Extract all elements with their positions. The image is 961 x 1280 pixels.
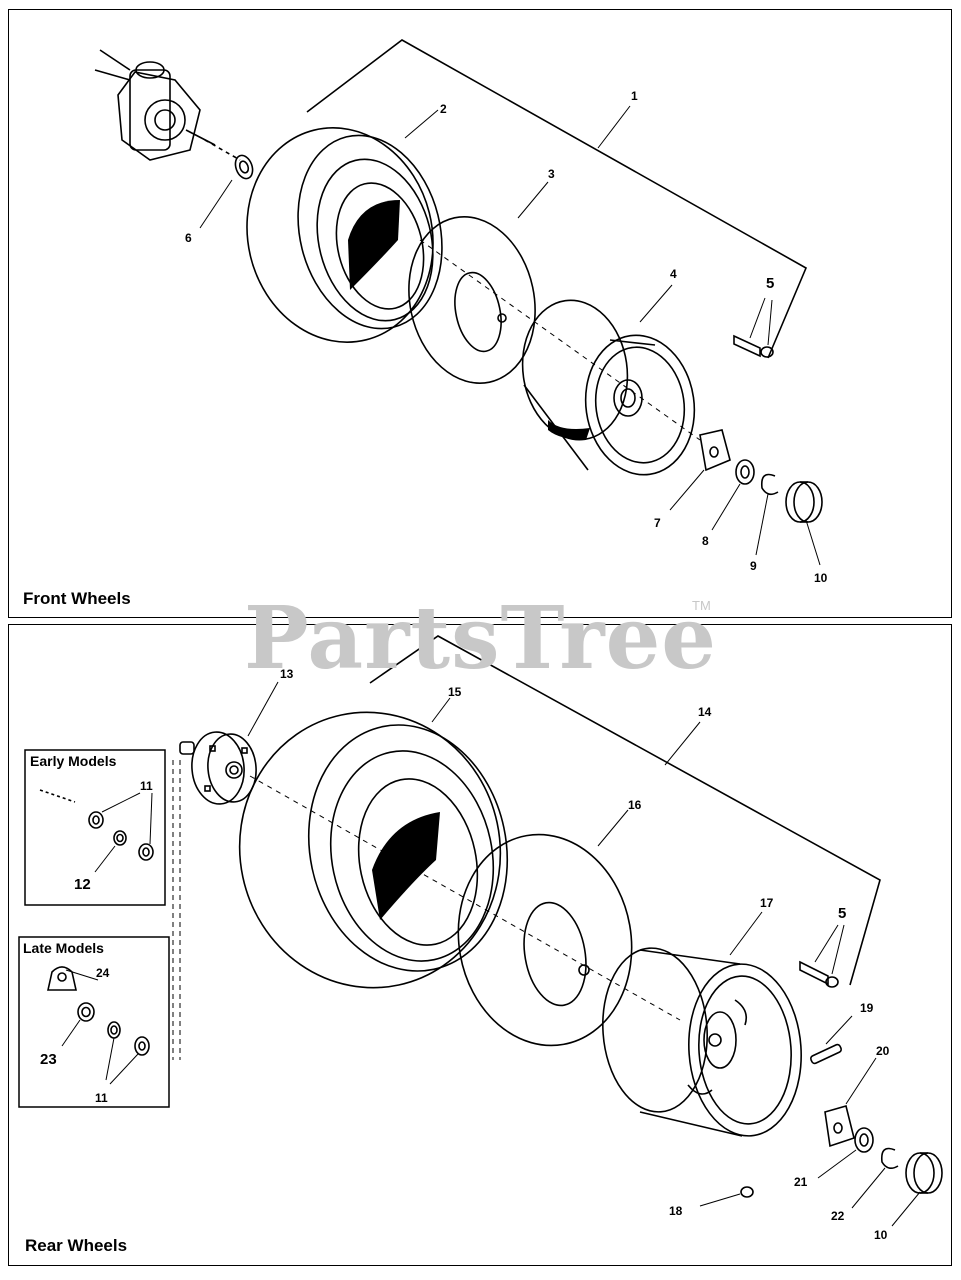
rear-part-5-valve: [799, 960, 839, 988]
rear-part-22-clip: [880, 1147, 899, 1170]
rear-part-15-tire: [238, 711, 509, 989]
front-part-5-valve: [733, 334, 774, 358]
front-assembly-bracket: [306, 39, 808, 359]
front-label-6: 6: [185, 231, 192, 245]
rear-label-10: 10: [874, 1228, 888, 1242]
front-spindle-assembly: [94, 49, 216, 161]
front-label-2: 2: [440, 102, 447, 116]
front-wheels-title: Front Wheels: [23, 589, 131, 608]
rear-wheels-panel: [8, 624, 952, 1266]
front-label-4: 4: [670, 267, 677, 281]
late-label-23: 23: [40, 1051, 57, 1068]
rear-part-13-hub: [179, 731, 257, 805]
front-label-8: 8: [702, 534, 709, 548]
rear-part-18-nut: [740, 1186, 754, 1198]
rear-assembly-bracket: [369, 635, 881, 986]
rear-label-13: 13: [280, 667, 294, 681]
rear-label-22: 22: [831, 1209, 845, 1223]
rear-part-20-bushing: [824, 1105, 855, 1148]
early-models-parts: [39, 789, 154, 873]
rear-part-19-pin: [809, 1043, 843, 1065]
rear-label-21: 21: [794, 1175, 808, 1189]
front-part-8-washer: [735, 459, 755, 485]
rear-part-10-cap: [905, 1152, 943, 1194]
rear-part-16-tube: [457, 833, 633, 1047]
front-part-3-tube: [408, 216, 536, 384]
rear-wheels-title: Rear Wheels: [25, 1236, 128, 1255]
watermark: PartsTree: [244, 588, 718, 689]
front-label-1: 1: [631, 89, 638, 103]
watermark-trademark: TM: [692, 598, 711, 613]
front-part-6-washer: [234, 154, 254, 180]
rear-label-14: 14: [698, 705, 712, 719]
rear-label-15: 15: [448, 685, 462, 699]
front-label-7: 7: [654, 516, 661, 530]
late-models-inset: [18, 936, 170, 1108]
front-part-9-clip: [760, 473, 779, 496]
late-label-11: 11: [95, 1091, 108, 1105]
front-part-7-bushing: [699, 429, 731, 472]
early-models-title: Early Models: [30, 753, 117, 769]
front-part-2-tire: [246, 127, 443, 343]
front-label-3: 3: [548, 167, 555, 181]
rear-label-16: 16: [628, 798, 642, 812]
rear-label-17: 17: [760, 896, 774, 910]
late-label-24: 24: [96, 966, 110, 980]
rear-part-17-rim: [602, 947, 802, 1137]
late-models-title: Late Models: [23, 940, 104, 956]
front-label-5: 5: [766, 275, 774, 292]
rear-label-5: 5: [838, 905, 846, 922]
rear-label-18: 18: [669, 1204, 683, 1218]
early-label-11: 11: [140, 779, 153, 793]
front-part-10-cap: [785, 481, 823, 523]
front-part-4-rim: [521, 299, 696, 476]
late-models-parts: [47, 966, 150, 1085]
rear-part-21-washer: [854, 1127, 874, 1153]
rear-label-20: 20: [876, 1044, 890, 1058]
front-label-10: 10: [814, 571, 828, 585]
early-label-12: 12: [74, 876, 91, 893]
early-models-inset: [24, 749, 166, 906]
front-label-9: 9: [750, 559, 757, 573]
rear-label-19: 19: [860, 1001, 874, 1015]
